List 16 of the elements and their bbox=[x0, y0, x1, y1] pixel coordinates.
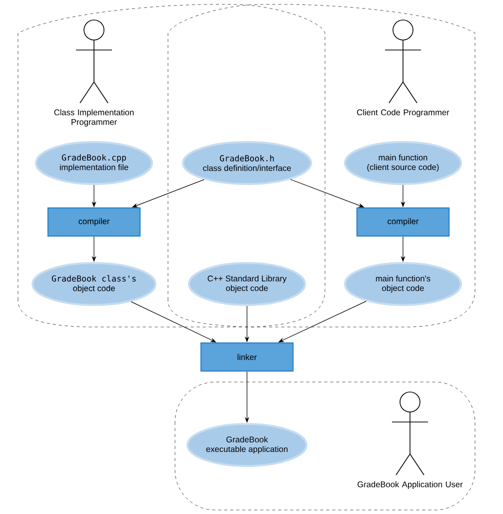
ellipse-node: GradeBook class's object code bbox=[32, 262, 156, 306]
ellipse-node: main function (client source code) bbox=[344, 141, 462, 185]
person-figure: Client Code Programmer bbox=[357, 20, 450, 117]
process-box: compiler bbox=[356, 207, 450, 237]
ellipse-node: GradeBook.cpp implementation file bbox=[35, 141, 153, 185]
person-figure: GradeBook Application User bbox=[358, 392, 463, 489]
node-label: Class Implementation Programmer bbox=[54, 109, 134, 127]
ellipse-node: GradeBook.h class definition/interface bbox=[182, 141, 312, 185]
ellipse-node: main function's object code bbox=[344, 262, 462, 306]
ellipse-node: C++ Standard Library object code bbox=[188, 262, 306, 306]
ellipse-node: GradeBook executable application bbox=[186, 423, 308, 467]
process-box: compiler bbox=[47, 207, 141, 237]
process-box: linker bbox=[200, 342, 294, 372]
person-figure: Class Implementation Programmer bbox=[54, 20, 134, 127]
node-label: Client Code Programmer bbox=[357, 109, 450, 117]
node-label: GradeBook Application User bbox=[358, 481, 463, 489]
